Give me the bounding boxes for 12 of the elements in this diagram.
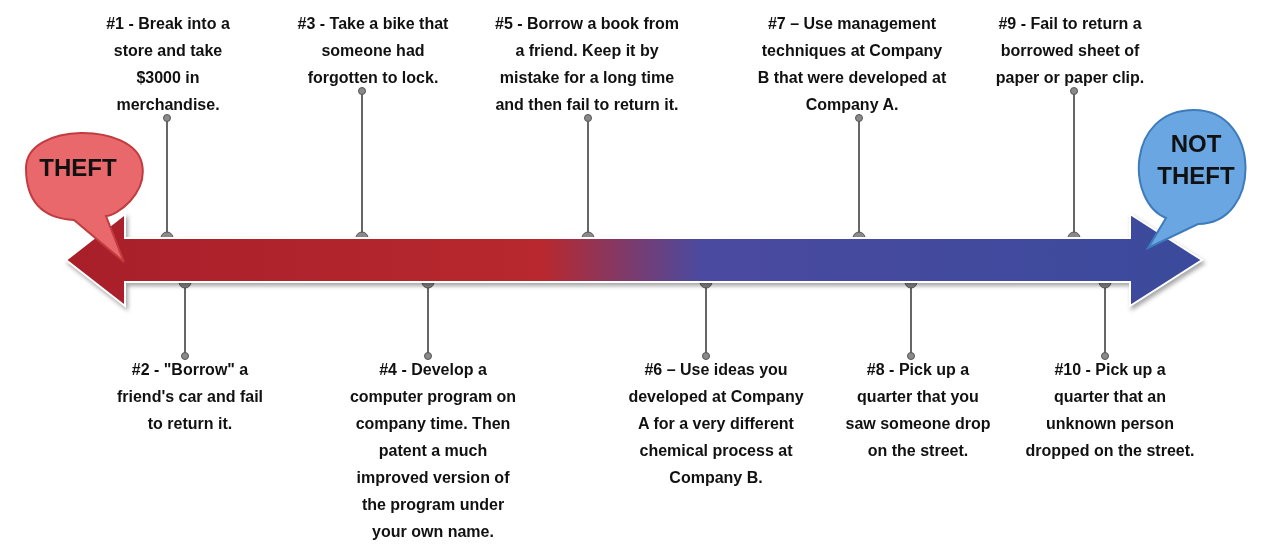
example-text: #6 – Use ideas you developed at Company A for a very different chemical process at Company B. (627, 356, 805, 491)
example-text: #10 - Pick up a quarter that an unknown person dropped on the street. (1025, 356, 1195, 464)
example-text: #4 - Develop a computer program on company time. Then patent a much improved version of the program under your own name. (344, 356, 522, 545)
example-text: #7 – Use management techniques at Company B that were developed at Company A. (757, 10, 947, 118)
example-text: #5 - Borrow a book from a friend. Keep it by mistake for a long time and then fail to return it. (489, 10, 685, 118)
example-text: #2 - "Borrow" a friend's car and fail to return it. (115, 356, 265, 437)
example-text: #1 - Break into a store and take $3000 in merchandise. (90, 10, 246, 118)
example-text: #9 - Fail to return a borrowed sheet of paper or paper clip. (995, 10, 1145, 91)
example-text: #8 - Pick up a quarter that you saw someone drop on the street. (843, 356, 993, 464)
callout-label: THEFT (38, 153, 118, 183)
callout-label: NOT THEFT (1156, 129, 1236, 191)
example-text: #3 - Take a bike that someone had forgotten to lock. (293, 10, 453, 91)
